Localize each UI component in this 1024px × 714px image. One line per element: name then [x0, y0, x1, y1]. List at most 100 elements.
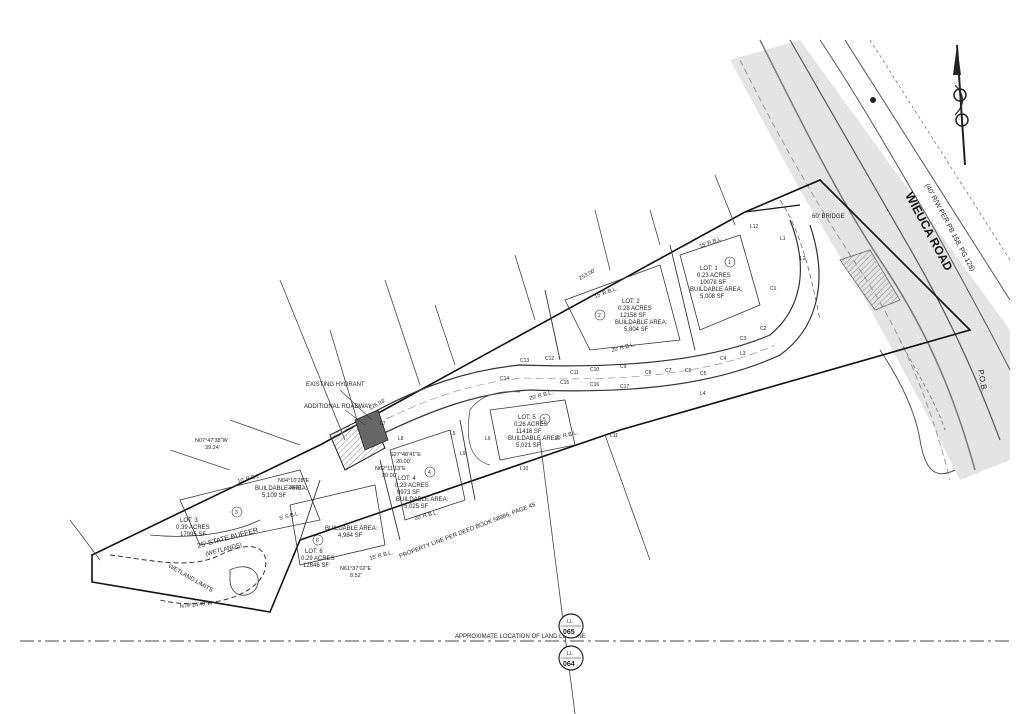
- lot-4-buildable: [389, 429, 466, 521]
- svg-text:N79°24'43"W: N79°24'43"W: [180, 601, 214, 610]
- svg-text:C16: C16: [590, 382, 599, 388]
- svg-text:S27°48'41"E: S27°48'41"E: [390, 452, 421, 458]
- svg-text:L6: L6: [485, 436, 491, 442]
- bridge-label: 60' BRIDGE: [812, 214, 845, 220]
- svg-text:N61°37'02"E: N61°37'02"E: [340, 566, 372, 572]
- svg-text:39.24': 39.24': [205, 445, 220, 451]
- lot-6-buildable: [289, 484, 386, 566]
- svg-text:6: 6: [316, 538, 319, 544]
- svg-text:5' S.B.L.: 5' S.B.L.: [279, 511, 301, 522]
- lot-label-3: 3 LOT: 3 0.39 ACRES 17095 SF BUILDABLE A…: [176, 486, 308, 538]
- svg-text:20' R.B.L.: 20' R.B.L.: [414, 510, 439, 522]
- wetland-label: WETLAND LIMITS: [167, 564, 214, 594]
- svg-text:20.00': 20.00': [382, 473, 397, 479]
- north-arrow-icon: [953, 44, 969, 166]
- svg-text:C2: C2: [760, 326, 767, 332]
- svg-text:1: 1: [728, 260, 731, 266]
- property-boundary: [91, 179, 972, 613]
- svg-text:C17: C17: [620, 384, 629, 390]
- svg-text:10' R.B.L.: 10' R.B.L.: [237, 473, 262, 485]
- roadway-leader: [344, 409, 366, 426]
- svg-text:BUILDABLE AREA:: BUILDABLE AREA:: [690, 287, 743, 293]
- svg-text:N04°10'28"E: N04°10'28"E: [278, 478, 310, 484]
- lot-1-buildable: [679, 234, 761, 331]
- svg-text:15' R.B.L.: 15' R.B.L.: [554, 430, 579, 442]
- svg-text:LOT: 2: LOT: 2: [622, 299, 640, 305]
- svg-text:C5: C5: [700, 371, 707, 377]
- svg-text:C12: C12: [545, 356, 554, 362]
- lot-label-2: 2 LOT: 2 0.28 ACRES 12158 SF BUILDABLE A…: [594, 299, 668, 333]
- access-pad: [329, 409, 389, 471]
- svg-text:N62°11'13"E: N62°11'13"E: [375, 466, 406, 472]
- curve-line-labels: C1 C2 C3 C4 C5 C6 C7 C8 C9 C10 C11 C12 C…: [380, 224, 806, 472]
- svg-text:0.23 ACRES: 0.23 ACRES: [395, 483, 429, 489]
- land-lot-badge-065: LL 065: [558, 613, 584, 639]
- svg-text:15' R.B.L.: 15' R.B.L.: [369, 550, 394, 562]
- lot-division-lines: [299, 244, 696, 541]
- svg-text:5,008 SF: 5,008 SF: [700, 294, 725, 300]
- svg-text:C6: C6: [685, 368, 692, 374]
- svg-text:LOT: 1: LOT: 1: [700, 266, 718, 272]
- svg-text:065: 065: [563, 629, 575, 636]
- svg-text:BUILDABLE AREA:: BUILDABLE AREA:: [615, 320, 668, 326]
- svg-text:5,804 SF: 5,804 SF: [624, 327, 649, 333]
- svg-text:20' R.B.L.: 20' R.B.L.: [529, 390, 554, 402]
- svg-text:4,984 SF: 4,984 SF: [338, 533, 363, 539]
- svg-text:3: 3: [235, 510, 238, 516]
- internal-road: [359, 219, 820, 466]
- land-lot-line: APPROXIMATE LOCATION OF LAND LOT LINE: [20, 634, 1010, 642]
- svg-text:5: 5: [543, 417, 546, 423]
- svg-text:BUILDABLE AREA:: BUILDABLE AREA:: [396, 497, 449, 503]
- svg-text:2: 2: [598, 313, 601, 319]
- svg-text:C3: C3: [740, 336, 747, 342]
- svg-text:0.28 ACRES: 0.28 ACRES: [618, 306, 652, 312]
- road-corridor: [730, 39, 1011, 481]
- svg-text:C9: C9: [620, 364, 627, 370]
- svg-text:L12: L12: [750, 224, 759, 230]
- monument-marker: [870, 97, 876, 103]
- lot-label-5: 5 LOT: 5 0.26 ACRES 11416 SF BUILDABLE A…: [508, 413, 561, 449]
- svg-text:BUILDABLE AREA:: BUILDABLE AREA:: [508, 436, 561, 442]
- svg-text:9973 SF: 9973 SF: [397, 490, 420, 496]
- roadway-label: ADDITIONAL ROADWAY: [304, 404, 372, 410]
- svg-text:C7: C7: [665, 368, 672, 374]
- svg-text:LOT: 6: LOT: 6: [305, 549, 323, 555]
- svg-text:L11: L11: [610, 433, 618, 439]
- svg-text:12158 SF: 12158 SF: [620, 313, 646, 319]
- svg-text:0.26 ACRES: 0.26 ACRES: [514, 422, 548, 428]
- setback-labels: 20' R.B.L. 15' R.B.L. 15' R.B.L. 20' R.B…: [237, 236, 724, 562]
- wetland-buffer: [109, 519, 267, 605]
- svg-text:5,021 SF: 5,021 SF: [516, 443, 541, 449]
- svg-text:C15: C15: [560, 380, 569, 386]
- svg-text:C10: C10: [590, 367, 599, 373]
- svg-text:C13: C13: [520, 358, 529, 364]
- svg-text:C14: C14: [500, 376, 509, 382]
- svg-text:12846 SF: 12846 SF: [303, 563, 329, 569]
- svg-text:15' R.B.L.: 15' R.B.L.: [699, 236, 724, 250]
- adjacent-lot-lines: [69, 174, 736, 714]
- svg-text:APPROXIMATE LOCATION OF LAND L: APPROXIMATE LOCATION OF LAND LOT LINE: [455, 634, 586, 640]
- svg-text:BUILDABLE AREA:: BUILDABLE AREA:: [255, 486, 308, 492]
- svg-text:17095 SF: 17095 SF: [180, 532, 206, 538]
- svg-text:4: 4: [428, 470, 431, 476]
- lot-label-6: 6 LOT: 6 0.29 ACRES 12846 SF BUILDABLE A…: [301, 526, 378, 569]
- svg-text:20' R.B.L.: 20' R.B.L.: [611, 342, 636, 354]
- svg-text:N07°47'38"W: N07°47'38"W: [195, 438, 229, 444]
- svg-text:20.00': 20.00': [396, 459, 411, 465]
- svg-text:064: 064: [563, 661, 575, 668]
- pob-label: P.O.B.: [976, 369, 989, 393]
- svg-text:L3: L3: [740, 351, 746, 357]
- svg-text:L8: L8: [398, 436, 404, 442]
- svg-text:0.29 ACRES: 0.29 ACRES: [301, 556, 335, 562]
- svg-text:8.52': 8.52': [350, 573, 362, 579]
- hydrant-label: EXISTING HYDRANT: [306, 382, 365, 388]
- svg-text:L1: L1: [780, 236, 786, 242]
- svg-text:BUILDABLE AREA:: BUILDABLE AREA:: [325, 526, 378, 532]
- svg-text:C11: C11: [570, 370, 579, 376]
- svg-text:24.21': 24.21': [288, 485, 303, 491]
- svg-text:C4: C4: [720, 356, 727, 362]
- lot-2-buildable: [564, 264, 681, 351]
- svg-text:L5: L5: [450, 431, 456, 437]
- svg-text:10078 SF: 10078 SF: [700, 280, 726, 286]
